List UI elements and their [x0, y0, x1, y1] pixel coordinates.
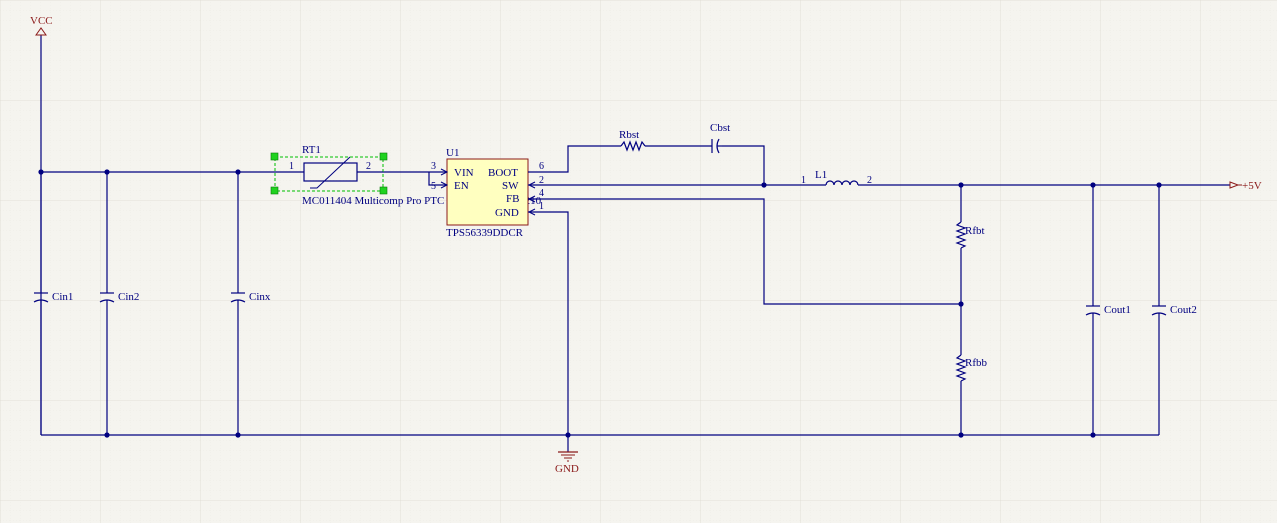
selection-handle[interactable] — [379, 152, 388, 161]
rfbt-designator: Rfbt — [965, 225, 985, 237]
u1-pin-sw-num: 2 — [539, 175, 544, 186]
plus5v-power-port[interactable]: +5V — [1229, 180, 1262, 192]
vcc-label: VCC — [30, 15, 53, 27]
cinx-designator: Cinx — [249, 291, 271, 303]
selection-handle[interactable] — [379, 186, 388, 195]
l1-pin1: 1 — [801, 175, 806, 186]
junctions — [38, 169, 1162, 438]
u1-pin-sw-name: SW — [502, 180, 519, 192]
rbst-resistor[interactable]: Rbst — [619, 129, 646, 152]
vcc-power-port[interactable]: VCC — [30, 15, 53, 36]
u1-pin-gnd-num: 1 — [539, 201, 544, 212]
rt1-selection-box — [274, 156, 384, 192]
cinx-capacitor[interactable]: Cinx — [230, 291, 271, 303]
rfbt-resistor[interactable]: Rfbt — [955, 221, 985, 249]
cout1-capacitor[interactable]: Cout1 — [1085, 304, 1131, 316]
u1-pin-fb-name: FB — [506, 193, 519, 205]
rt1-pin1: 1 — [289, 161, 294, 172]
selection-handle[interactable] — [270, 186, 279, 195]
u1-pin-en-num: 5 — [431, 181, 436, 192]
cbst-capacitor[interactable]: Cbst — [710, 122, 730, 154]
u1-pin-gnd-name: GND — [495, 207, 519, 219]
u1-pin-boot-num: 6 — [539, 161, 544, 172]
plus5v-label: +5V — [1242, 180, 1262, 192]
selection-handle[interactable] — [270, 152, 279, 161]
u1-pin-en-name: EN — [454, 180, 469, 192]
u1-pin-fb-num: 4 — [539, 188, 544, 199]
u1-pin-boot-name: BOOT — [488, 167, 518, 179]
rt1-pin2: 2 — [366, 161, 371, 172]
rt1-body — [303, 162, 358, 182]
u1-designator: U1 — [446, 147, 459, 159]
u1-pin-vin-num: 3 — [431, 161, 436, 172]
u1-pin-vin-name: VIN — [454, 167, 474, 179]
cout2-capacitor[interactable]: Cout2 — [1151, 304, 1197, 316]
cin2-designator: Cin2 — [118, 291, 139, 303]
cout1-designator: Cout1 — [1104, 304, 1131, 316]
l1-inductor[interactable]: L1 1 2 — [801, 169, 872, 186]
cout2-designator: Cout2 — [1170, 304, 1197, 316]
u1-body — [446, 158, 529, 226]
rfbb-designator: Rfbb — [965, 357, 988, 369]
l1-pin2: 2 — [867, 175, 872, 186]
wires — [40, 35, 1230, 452]
cin1-capacitor[interactable]: Cin1 — [33, 291, 73, 435]
cbst-designator: Cbst — [710, 122, 730, 134]
cin2-capacitor[interactable]: Cin2 — [99, 291, 139, 303]
cin1-designator: Cin1 — [52, 291, 73, 303]
u1-part-number: TPS56339DDCR — [446, 227, 524, 239]
rbst-designator: Rbst — [619, 129, 639, 141]
gnd-power-port[interactable]: GND — [555, 451, 579, 475]
rfbb-resistor[interactable]: Rfbb — [955, 354, 988, 382]
gnd-label: GND — [555, 463, 579, 475]
l1-designator: L1 — [815, 169, 827, 181]
u1-regulator-ic[interactable]: U1 3 5 VIN EN 6 2 4 1 BOOT SW FB GND TPS… — [429, 147, 546, 239]
rt1-designator: RT1 — [302, 144, 321, 156]
